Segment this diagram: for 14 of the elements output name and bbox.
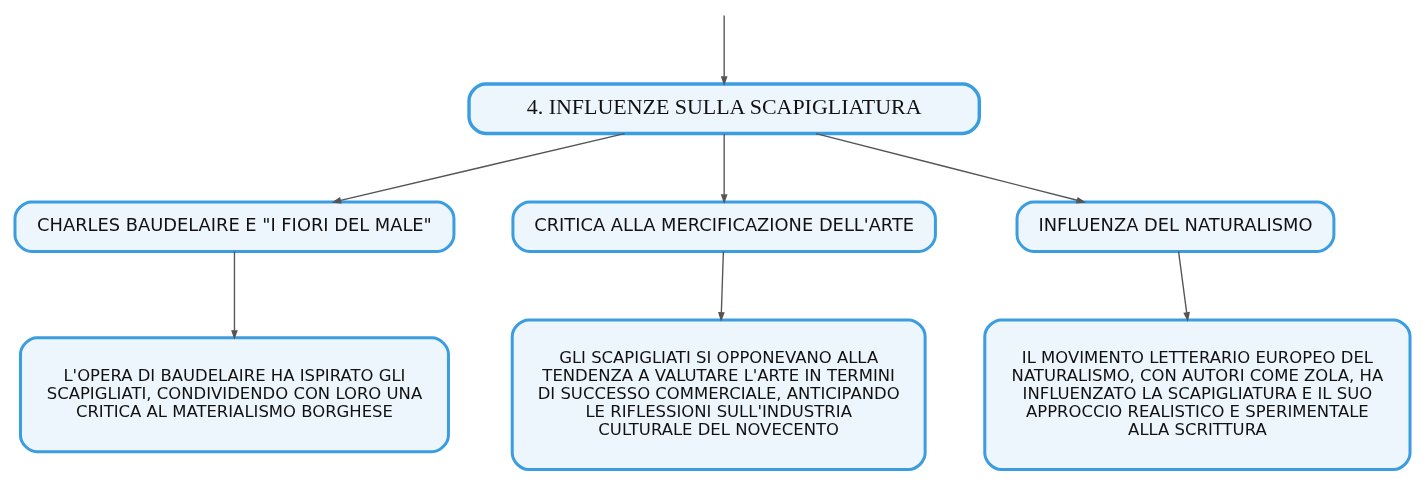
node-box: INFLUENZA DEL NATURALISMO [1015, 200, 1336, 253]
node-box: IL MOVIMENTO LETTERARIO EUROPEO DEL NATURALISMO, CON AUTORI COME ZOLA, HA INFLUENZATO LA SCAPIGLIATURA E IL SUO APPROCCIO REALISTICO E SPERIMENTALE ALLA SCRITTURA [983, 318, 1412, 471]
arrow [231, 250, 238, 340]
node-box: GLI SCAPIGLIATI SI OPPONEVANO ALLA TENDENZA A VALUTARE L'ARTE IN TERMINI DI SUCCESSO COMMERCIALE, ANTICIPANDO LE RIFLESSIONI SULL'INDUSTRIA CULTURALE DEL NOVECENTO [510, 318, 927, 471]
node-box: CHARLES BAUDELAIRE E "I FIORI DEL MALE" [13, 200, 456, 253]
arrow [720, 14, 728, 86]
node-box: CRITICA ALLA MERCIFICAZIONE DELL'ARTE [511, 200, 937, 253]
arrow [720, 132, 728, 204]
node-box: L'OPERA DI BAUDELAIRE HA ISPIRATO GLI SCAPIGLIATI, CONDIVIDENDO CON LORO UNA CRITICA AL MATERIALISMO BORGHESE [18, 335, 450, 453]
arrow [718, 250, 725, 322]
arrow [815, 132, 1087, 203]
arrow [1177, 250, 1190, 322]
arrow [331, 132, 626, 204]
node-box: 4. INFLUENZE SULLA SCAPIGLIATURA [467, 81, 981, 135]
